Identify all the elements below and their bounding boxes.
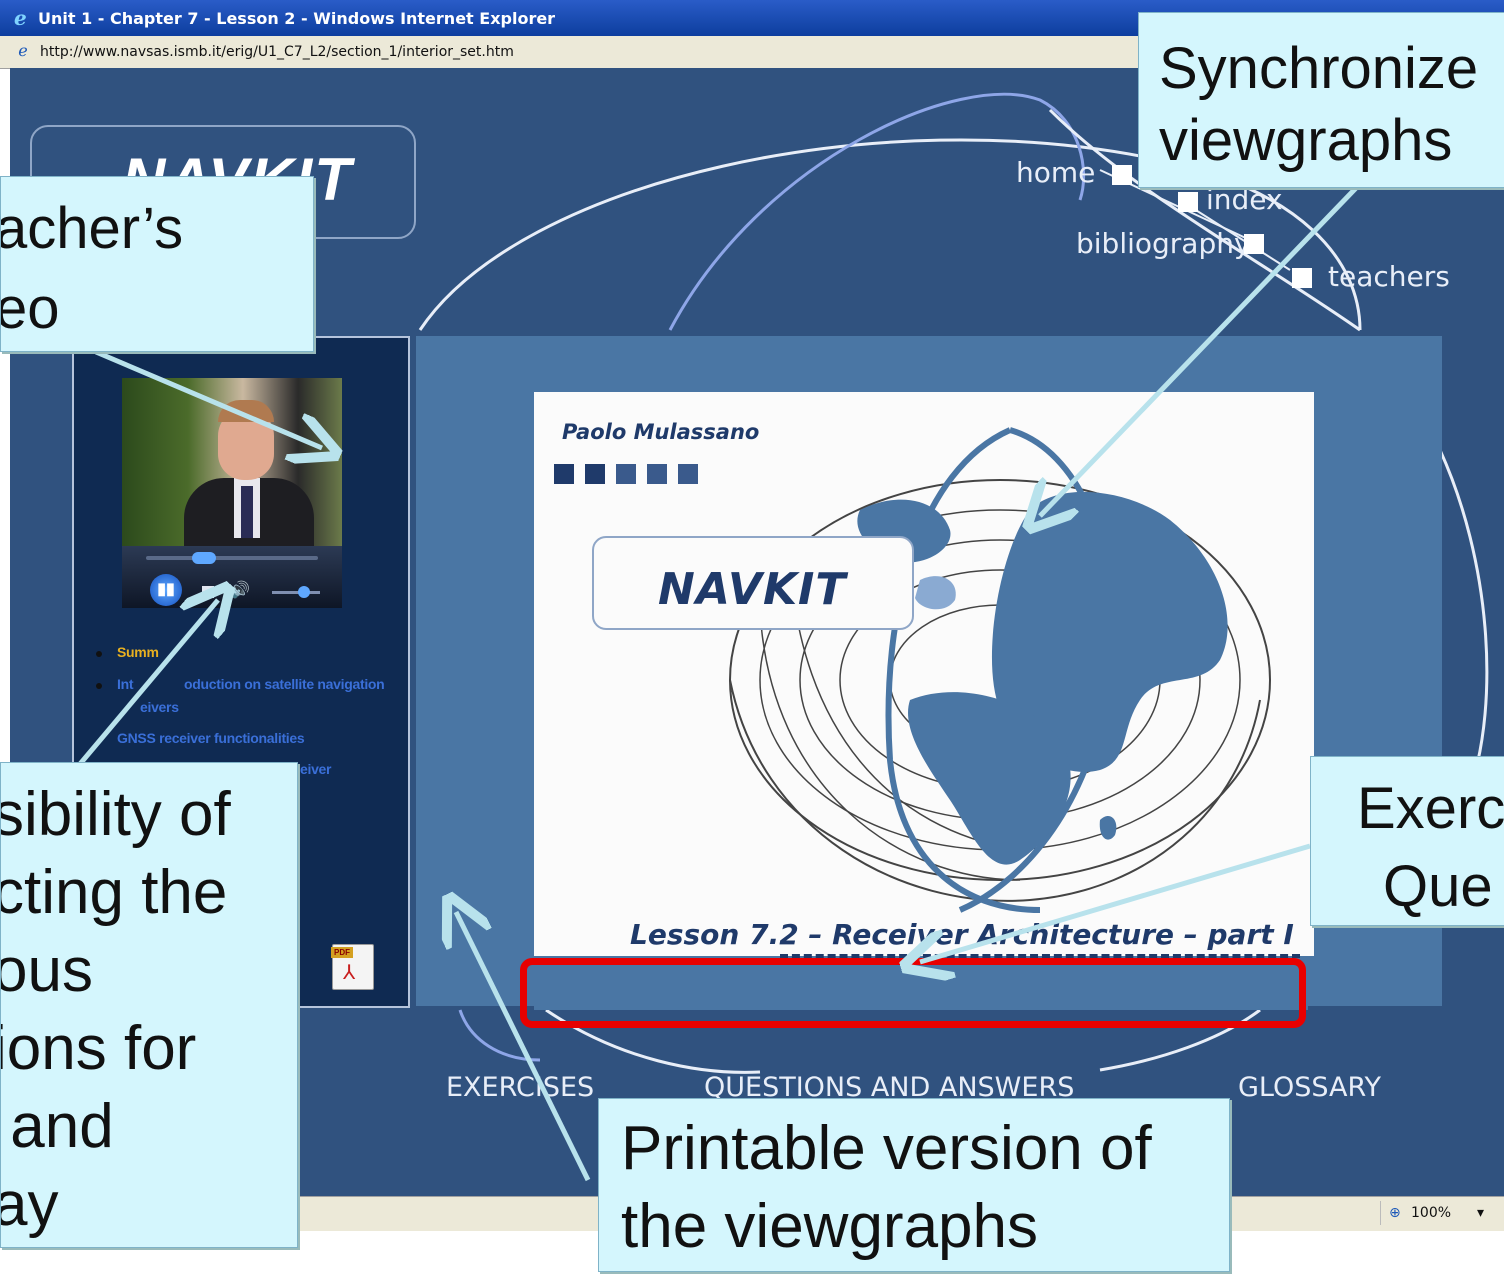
slide-square-3 bbox=[616, 464, 636, 484]
ie-logo-icon: ℯ bbox=[14, 6, 27, 30]
zoom-level: 100% bbox=[1411, 1205, 1452, 1221]
pdf-icon[interactable]: PDF ⅄ bbox=[331, 944, 374, 990]
toc-item-receiver[interactable]: eiver bbox=[300, 761, 332, 777]
callout-printable: Printable version of the viewgraphs bbox=[598, 1098, 1230, 1272]
pause-button[interactable]: ▮▮ bbox=[150, 574, 182, 606]
slide-square-4 bbox=[647, 464, 667, 484]
nav-home-bullet bbox=[1112, 165, 1132, 185]
nav-qa-link[interactable]: QUESTIONS AND ANSWERS bbox=[704, 1072, 1075, 1103]
slide-lesson-title: Lesson 7.2 – Receiver Architecture – par… bbox=[630, 918, 1294, 951]
callout-exercises-line-2: Que bbox=[1383, 854, 1493, 919]
highlight-box bbox=[520, 958, 1306, 1028]
toc-item-intro-cont[interactable]: eivers bbox=[140, 699, 179, 715]
callout-printable-line-2: the viewgraphs bbox=[621, 1192, 1039, 1261]
toc-item-gnss[interactable]: GNSS receiver functionalities bbox=[117, 730, 305, 746]
nav-exercises-link[interactable]: EXERCISES bbox=[446, 1072, 595, 1103]
seek-track[interactable] bbox=[146, 556, 318, 560]
callout-possibility-line-2: cting the bbox=[0, 858, 228, 927]
window-title: Unit 1 - Chapter 7 - Lesson 2 - Windows … bbox=[38, 9, 556, 28]
volume-knob[interactable] bbox=[298, 586, 310, 598]
nav-glossary-link[interactable]: GLOSSARY bbox=[1238, 1072, 1382, 1103]
pdf-tag: PDF bbox=[331, 947, 353, 958]
slide-author: Paolo Mulassano bbox=[562, 420, 760, 444]
callout-exercises: Exerc Que bbox=[1310, 756, 1504, 926]
nav-home-link[interactable]: home bbox=[1016, 156, 1096, 189]
page-icon: ℯ bbox=[18, 43, 28, 60]
toc-item-intro-start[interactable]: Int bbox=[117, 676, 134, 692]
volume-icon[interactable]: 🔊 bbox=[230, 582, 250, 599]
stop-button[interactable] bbox=[202, 586, 214, 598]
slide-logo: NAVKIT bbox=[592, 536, 914, 630]
nav-bibliography-link[interactable]: bibliography bbox=[1076, 227, 1251, 260]
callout-teacher-line-2: eo bbox=[0, 276, 60, 341]
video-player-controls: ▮▮ 🔊 bbox=[122, 546, 342, 608]
zoom-icon: ⊕ bbox=[1389, 1205, 1401, 1221]
seek-knob[interactable] bbox=[192, 552, 216, 564]
callout-exercises-line-1: Exerc bbox=[1357, 776, 1504, 841]
globe-illustration bbox=[729, 427, 1271, 913]
address-url[interactable]: http://www.navsas.ismb.it/erig/U1_C7_L2/… bbox=[40, 44, 514, 60]
toc-bullet bbox=[96, 683, 102, 689]
teacher-video[interactable] bbox=[122, 378, 342, 546]
nav-teachers-link[interactable]: teachers bbox=[1328, 260, 1450, 293]
slide-logo-text: NAVKIT bbox=[658, 564, 847, 615]
callout-possibility-line-3: ous bbox=[0, 936, 93, 1005]
nav-index-bullet bbox=[1178, 192, 1198, 212]
slide-square-2 bbox=[585, 464, 605, 484]
callout-synchronize: Synchronize viewgraphs bbox=[1138, 12, 1504, 188]
callout-teacher-video: acher’s eo bbox=[0, 176, 314, 352]
callout-teacher-line-1: acher’s bbox=[0, 196, 184, 261]
callout-possibility-line-6: ay bbox=[1, 1170, 59, 1239]
zoom-control[interactable]: ⊕ 100% ▾ bbox=[1380, 1201, 1499, 1225]
slide-square-5 bbox=[678, 464, 698, 484]
nav-bibliography-bullet bbox=[1244, 234, 1264, 254]
slide-square-1 bbox=[554, 464, 574, 484]
callout-possibility-line-1: sibility of bbox=[0, 780, 231, 849]
toc-item-summary[interactable]: Summ bbox=[117, 644, 159, 660]
volume-track[interactable] bbox=[272, 591, 320, 594]
toc-bullet bbox=[96, 651, 102, 657]
callout-synchronize-line-1: Synchronize bbox=[1159, 36, 1479, 101]
callout-printable-line-1: Printable version of bbox=[621, 1114, 1152, 1183]
callout-possibility-line-5: and bbox=[0, 1092, 114, 1161]
zoom-dropdown-icon[interactable]: ▾ bbox=[1477, 1205, 1485, 1221]
pdf-glyph-icon: ⅄ bbox=[343, 962, 356, 984]
nav-teachers-bullet bbox=[1292, 268, 1312, 288]
toc-item-intro[interactable]: oduction on satellite navigation bbox=[184, 676, 385, 692]
callout-possibility-line-4: ions for bbox=[0, 1014, 197, 1083]
callout-possibility: sibility of cting the ous ions for and a… bbox=[0, 762, 298, 1248]
callout-synchronize-line-2: viewgraphs bbox=[1159, 108, 1453, 173]
